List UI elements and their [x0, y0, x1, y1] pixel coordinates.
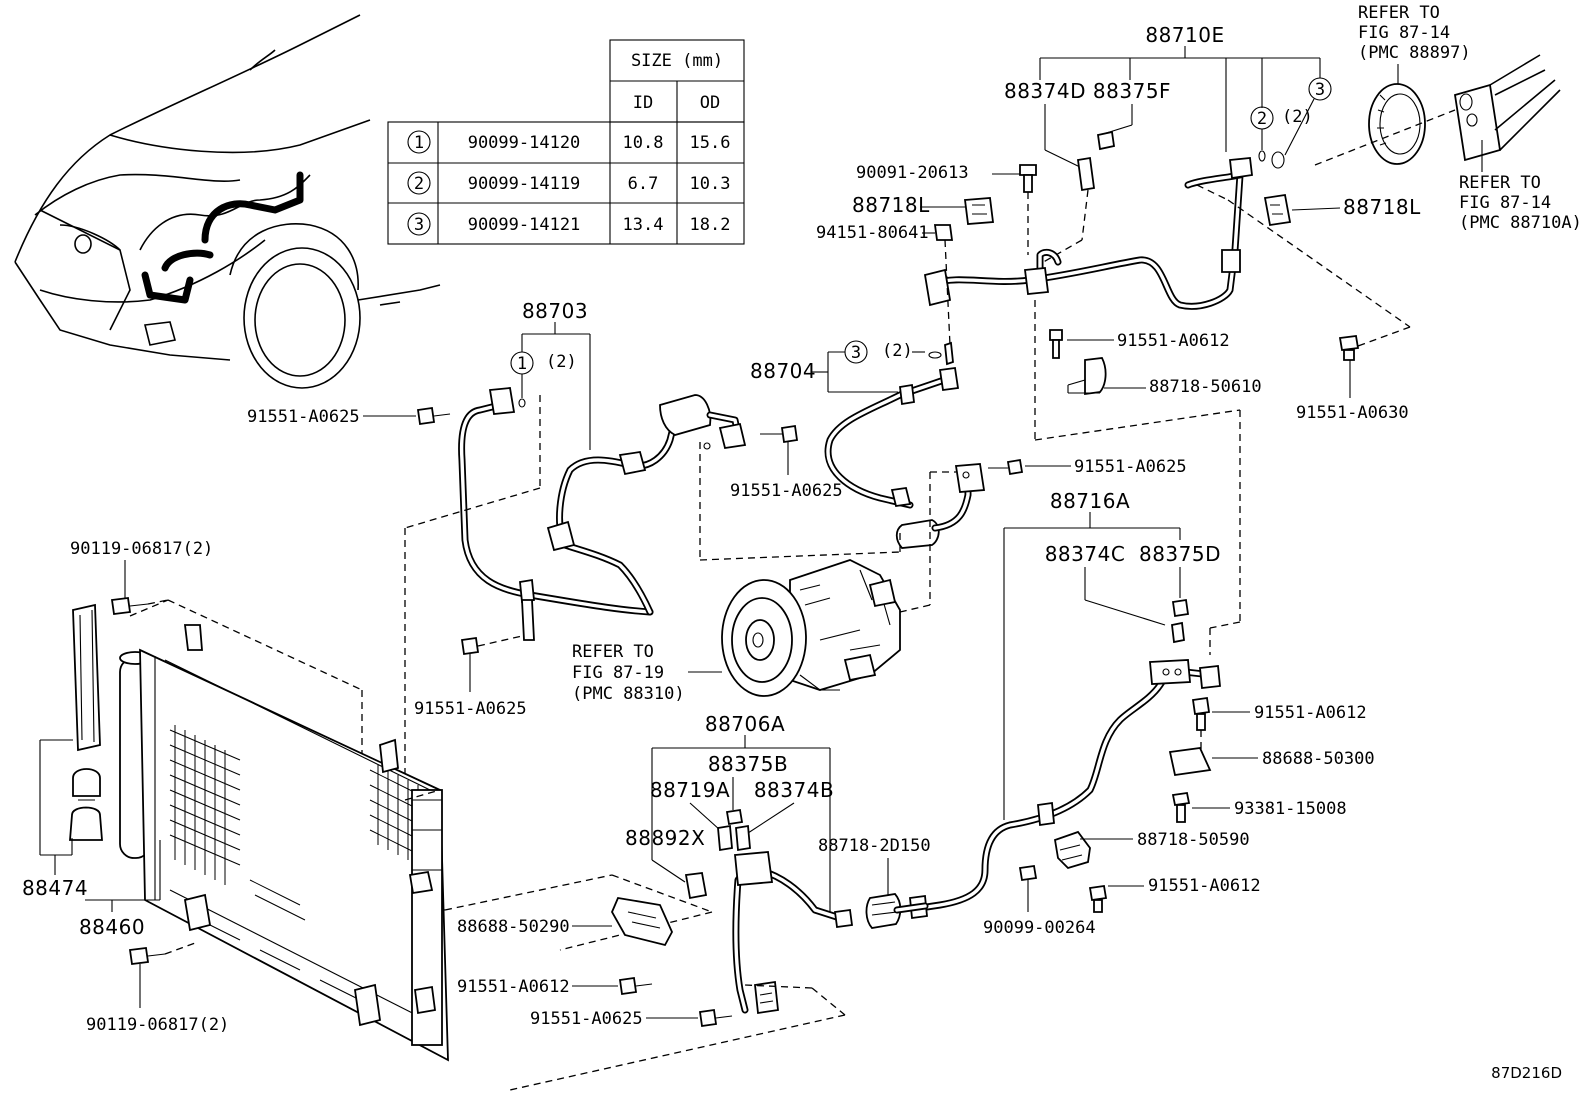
- label-90099-00264: 90099-00264: [983, 918, 1096, 938]
- table-od-header: OD: [700, 93, 720, 113]
- table-size-header: SIZE (mm): [631, 51, 723, 71]
- label-93381-15008: 93381-15008: [1234, 799, 1347, 819]
- label-91551-A0625-center: 91551-A0625: [730, 481, 843, 501]
- table-row-3-od: 18.2: [690, 215, 731, 235]
- table-row-3-id: 13.4: [623, 215, 664, 235]
- refer-88897-line3: (PMC 88897): [1358, 43, 1471, 63]
- table-row-2-part: 90099-14119: [468, 174, 581, 194]
- label-88716A: 88716A: [1050, 489, 1130, 513]
- label-88706A: 88706A: [705, 712, 785, 736]
- label-88688-50290: 88688-50290: [457, 917, 570, 937]
- table-row-1-number: 1: [414, 133, 424, 153]
- table-row-1-id: 10.8: [623, 133, 664, 153]
- refer-88897-line1: REFER TO: [1358, 3, 1440, 23]
- discharge-hose-88704-group: 88704 3 (2) 91551-A0625: [750, 340, 1187, 613]
- label-88375B: 88375B: [708, 752, 788, 776]
- callout-3-88704: 3: [851, 343, 861, 363]
- label-88374B: 88374B: [754, 778, 834, 802]
- vehicle-locator-illustration: [14, 14, 441, 389]
- label-88460: 88460: [79, 915, 145, 939]
- assembly-boundary-lines: [1034, 300, 1241, 655]
- illustration-code: 87D216D: [1491, 1064, 1562, 1082]
- label-90091-20613: 90091-20613: [856, 163, 969, 183]
- label-88374D: 88374D: [1004, 79, 1086, 103]
- label-88718-50610: 88718-50610: [1149, 377, 1262, 397]
- callout-1-88703: 1: [517, 354, 527, 374]
- label-88474: 88474: [22, 876, 88, 900]
- table-row-3-number: 3: [414, 215, 424, 235]
- label-90119-06817-top: 90119-06817(2): [70, 539, 213, 559]
- top-center-fasteners: 90091-20613 88718L 94151-80641: [816, 163, 1037, 346]
- condenser-88460-group: 88474 88460 90119-06817(2) 90119-06817(2…: [22, 539, 449, 1062]
- callout-3-88710E: 3: [1315, 80, 1325, 100]
- label-88375F: 88375F: [1093, 79, 1171, 103]
- refer-88710A-line3: (PMC 88710A): [1459, 213, 1582, 233]
- label-91551-A0625-right: 91551-A0625: [1074, 457, 1187, 477]
- label-91551-A0612-top: 91551-A0612: [1117, 331, 1230, 351]
- refer-88310-line2: FIG 87-19: [572, 663, 664, 683]
- label-91551-A0612-lower-right: 91551-A0612: [1148, 876, 1261, 896]
- label-88704: 88704: [750, 359, 816, 383]
- label-88718L-left: 88718L: [852, 193, 930, 217]
- label-91551-A0630: 91551-A0630: [1296, 403, 1409, 423]
- label-91551-A0612-right: 91551-A0612: [1254, 703, 1367, 723]
- suction-hose-88710E-group: 88710E 88374D 88375F 2 (2) 3 REFER TO FI…: [1004, 3, 1582, 265]
- pressure-switch-88716A-group: 88716A 88374C 88375D 91551-A0612 88688-5…: [909, 489, 1375, 938]
- table-row-2-number: 2: [414, 174, 424, 194]
- o-ring-size-table: SIZE (mm) ID OD 1 90099-14120 10.8 15.6 …: [387, 39, 745, 245]
- oring-2-qty: (2): [1282, 107, 1313, 127]
- label-88688-50300: 88688-50300: [1262, 749, 1375, 769]
- table-row-2-od: 10.3: [690, 174, 731, 194]
- liquid-tube-88703-group: 88703 1 (2) 91551-A0625: [247, 299, 901, 800]
- table-row-2-id: 6.7: [628, 174, 659, 194]
- label-90119-06817-bottom: 90119-06817(2): [86, 1015, 229, 1035]
- label-88718-2D150: 88718-2D150: [818, 836, 931, 856]
- label-88719A: 88719A: [650, 778, 730, 802]
- table-id-header: ID: [633, 93, 653, 113]
- refer-88310-line3: (PMC 88310): [572, 684, 685, 704]
- label-88892X: 88892X: [625, 826, 705, 850]
- label-91551-A0625-left: 91551-A0625: [247, 407, 360, 427]
- label-94151-80641: 94151-80641: [816, 223, 929, 243]
- table-row-3-part: 90099-14121: [468, 215, 581, 235]
- refer-88310-line1: REFER TO: [572, 642, 654, 662]
- suction-hose-88710E: [923, 157, 1411, 351]
- suction-hose-brackets: 91551-A0612 88718-50610 91551-A0630: [1049, 329, 1409, 423]
- compressor-illustration: REFER TO FIG 87-19 (PMC 88310): [572, 559, 901, 704]
- bracket-88688-50290-group: 88688-50290 91551-A0612 91551-A0625: [444, 874, 733, 1029]
- oring-3-qty: (2): [882, 341, 913, 361]
- callout-2-88710E: 2: [1257, 109, 1267, 129]
- label-88710E: 88710E: [1145, 23, 1224, 47]
- label-88718L-right: 88718L: [1343, 195, 1421, 219]
- label-88374C: 88374C: [1045, 542, 1126, 566]
- table-row-1-od: 15.6: [690, 133, 731, 153]
- refer-88710A-line1: REFER TO: [1459, 173, 1541, 193]
- refer-88897-line2: FIG 87-14: [1358, 23, 1450, 43]
- oring-1-qty: (2): [546, 352, 577, 372]
- label-91551-A0625-bottom: 91551-A0625: [530, 1009, 643, 1029]
- label-91551-A0612-lower-left: 91551-A0612: [457, 977, 570, 997]
- hose-88706A-group: 88706A 88375B 88719A 88374B 88892X 88718…: [509, 712, 931, 1091]
- label-88375D: 88375D: [1139, 542, 1221, 566]
- label-91551-A0625-lower: 91551-A0625: [414, 699, 527, 719]
- refer-88710A-line2: FIG 87-14: [1459, 193, 1551, 213]
- table-row-1-part: 90099-14120: [468, 133, 581, 153]
- label-88718-50590: 88718-50590: [1137, 830, 1250, 850]
- label-88703: 88703: [522, 299, 588, 323]
